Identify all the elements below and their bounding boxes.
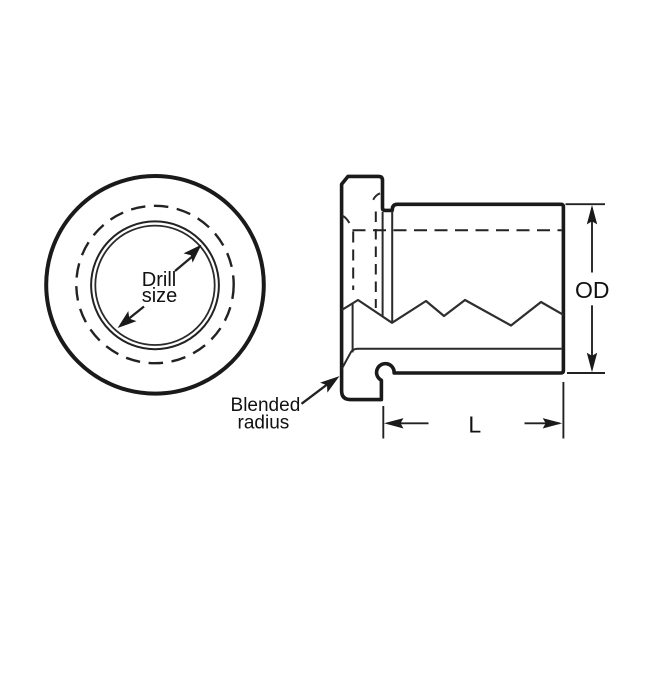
- svg-text:Drill: Drill: [142, 269, 176, 291]
- svg-text:radius: radius: [238, 412, 290, 433]
- svg-text:Blended: Blended: [231, 395, 301, 416]
- svg-text:L: L: [468, 412, 481, 438]
- svg-text:size: size: [142, 285, 178, 307]
- svg-text:OD: OD: [575, 277, 610, 303]
